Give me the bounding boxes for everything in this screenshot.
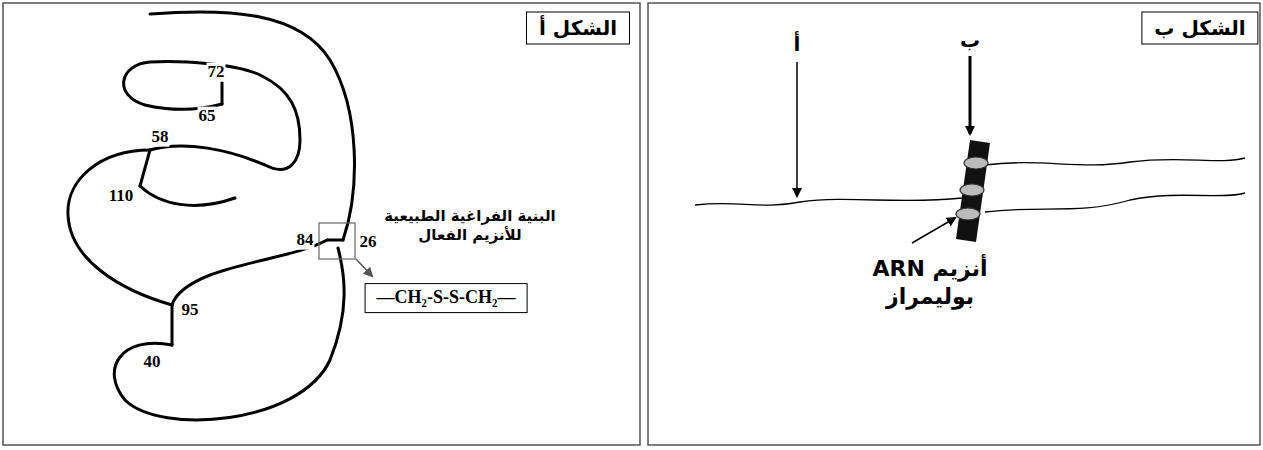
callout-number: 95 [181,301,200,320]
callout-number: 84 [296,231,315,250]
panel-frame [3,3,640,445]
enzyme-label: أنزيم ARN بوليمراز [848,255,1013,310]
formula-box: —CH₂-S-S-CH₂— [365,283,528,313]
rna-polymerase-symbol [956,157,988,220]
callout-number: 72 [207,63,226,82]
callout-number: 26 [359,233,378,252]
protein-chain [68,12,355,420]
zoom-arrow [356,259,372,276]
figure-title: الشكل ب [1141,12,1258,45]
highlight-frame [319,223,355,259]
callout-number: 65 [198,107,217,126]
node-text: الشكل ب [1154,16,1245,41]
figure-title: الشكل أ [526,12,630,45]
callout-number: 110 [108,187,135,206]
part-label: أ [794,32,801,57]
callout-number: 58 [151,128,170,147]
node-text: الشكل أ [539,16,617,41]
callout-number: 40 [143,353,162,372]
node-text: —CH₂-S-S-CH₂— [376,288,517,308]
part-label: ب [960,28,980,53]
leader-arrow [912,218,955,243]
rna-strand [956,140,990,242]
panel-frame [648,3,1260,445]
leader-arrow [969,56,972,134]
leader-arrow [796,62,798,196]
structure-label: البنية الفراغية الطبيعية للأنزيم الفعال [380,207,560,245]
